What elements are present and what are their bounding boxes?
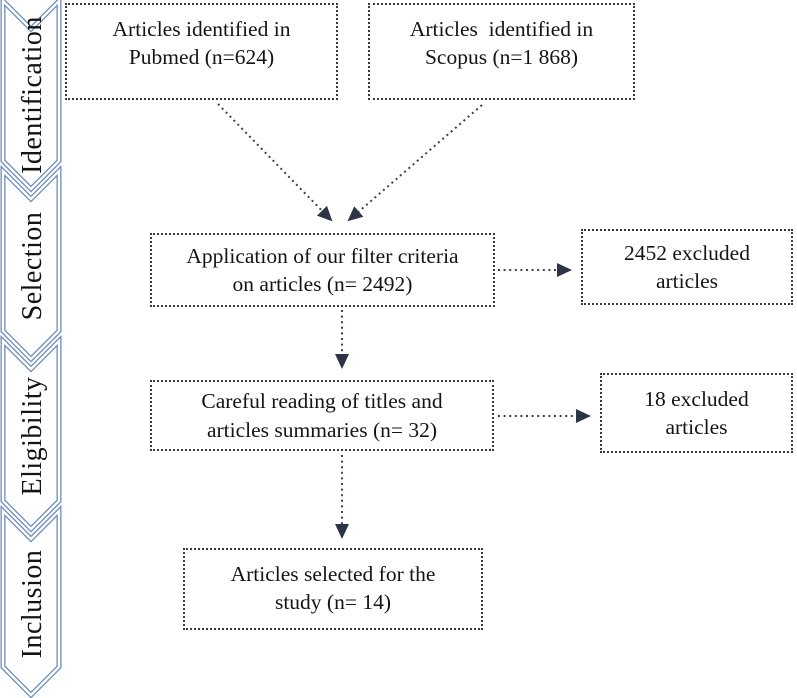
chevron-inclusion: Inclusion (0, 504, 62, 698)
chevron-selection: Selection (0, 164, 62, 363)
box-scopus-line2: Scopus (n=1 868) (424, 45, 579, 70)
box-careful-reading: Careful reading of titles and articles s… (150, 380, 494, 451)
box-pubmed-line1: Articles identified in (112, 17, 291, 41)
arrow-scopus-to-filter (347, 104, 483, 222)
box-selected-line2: study (n= 14) (274, 590, 392, 615)
box-selected-line1: Articles selected for the (230, 562, 436, 586)
stage-sidebar: Identification Selection Eligibility Inc… (0, 0, 62, 698)
box-scopus-line1: Articles identified in (409, 17, 594, 41)
box-reading-line2: articles summaries (n= 32) (206, 417, 438, 442)
stage-label-identification: Identification (17, 16, 48, 174)
box-filter-line2: on articles (n= 2492) (232, 272, 413, 296)
box-reading-line1: Careful reading of titles and (201, 389, 443, 414)
stage-label-inclusion: Inclusion (17, 550, 48, 659)
box-selected: Articles selected for the study (n= 14) (183, 548, 483, 630)
arrow-pubmed-to-filter (217, 103, 333, 222)
box-pubmed-line2: Pubmed (n=624) (128, 45, 275, 70)
stage-label-eligibility: Eligibility (17, 376, 48, 495)
box-pubmed: Articles identified in Pubmed (n=624) (65, 3, 338, 100)
box-excluded-2452-line2: articles (655, 269, 719, 293)
box-scopus: Articles identified in Scopus (n=1 868) (368, 3, 635, 100)
box-excluded-18-line2: articles (665, 415, 728, 439)
box-excluded-2452: 2452 excluded articles (581, 229, 793, 305)
chevron-identification: Identification (0, 0, 62, 193)
box-filter-criteria: Application of our filter criteria on ar… (150, 233, 495, 307)
box-excluded-18-line1: 18 excluded (644, 386, 749, 411)
box-excluded-2452-line1: 2452 excluded (624, 240, 750, 265)
box-excluded-18: 18 excluded articles (600, 373, 793, 453)
box-filter-line1: Application of our filter criteria (186, 243, 459, 268)
stage-label-selection: Selection (17, 212, 48, 321)
chevron-eligibility: Eligibility (0, 334, 62, 533)
